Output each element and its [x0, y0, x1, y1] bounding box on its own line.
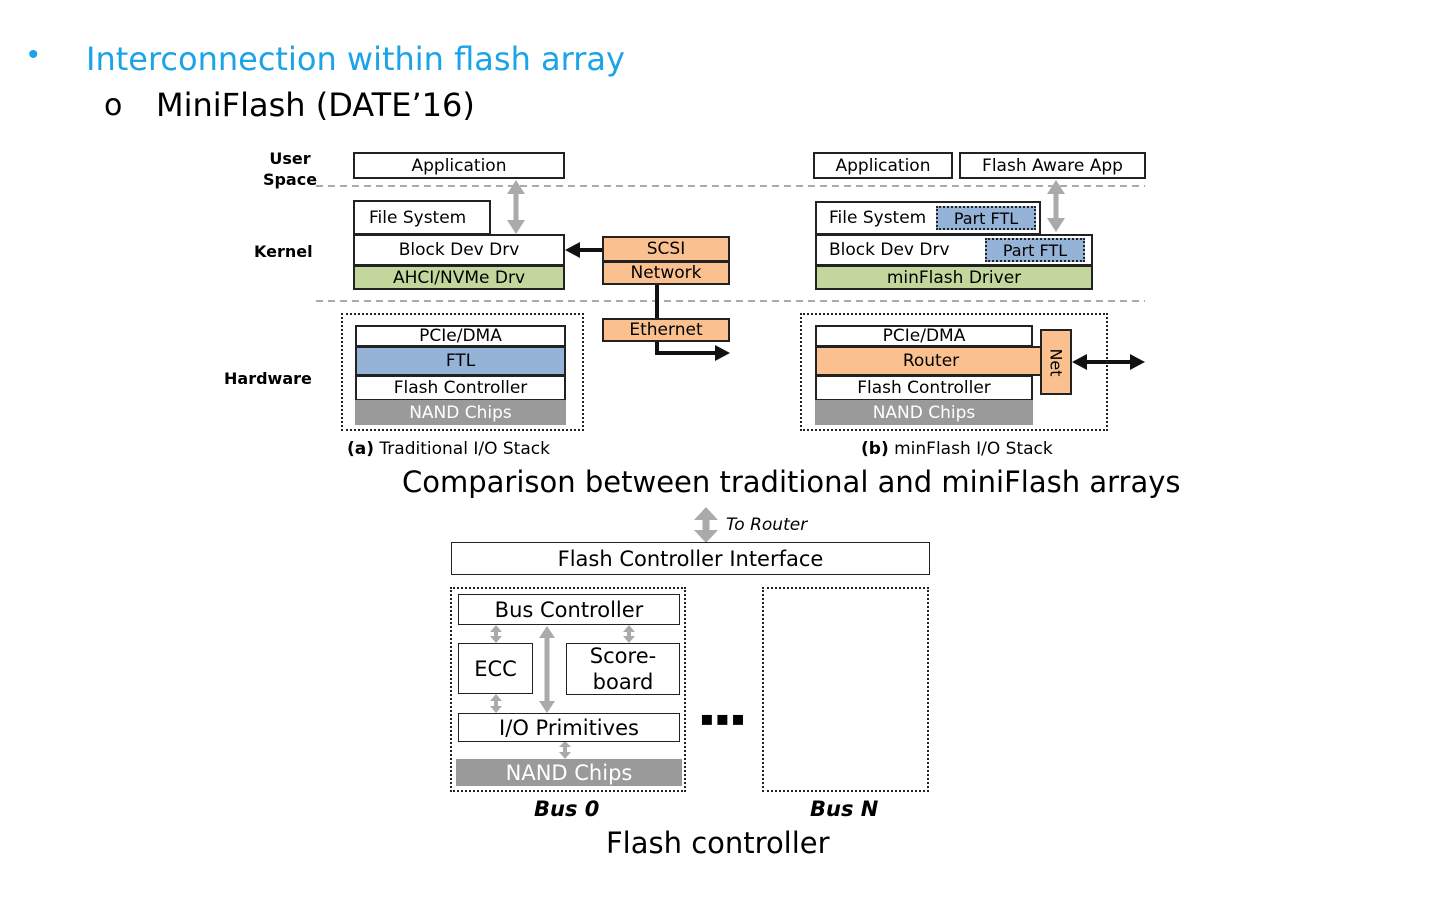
- a-pcie-dma-box: PCIe/DMA: [355, 325, 566, 347]
- b-nand-chips-box: NAND Chips: [815, 400, 1033, 425]
- b-part-ftl-2-box: Part FTL: [985, 238, 1085, 262]
- comparison-caption: Comparison between traditional and miniF…: [402, 465, 1181, 499]
- b-net-box: Net: [1040, 329, 1072, 395]
- b-minflash-driver-box: minFlash Driver: [815, 265, 1093, 290]
- a-block-dev-drv-box: Block Dev Drv: [353, 234, 565, 266]
- b-router-box: Router: [815, 346, 1047, 376]
- b-hardware-dotted-frame: [800, 313, 1108, 431]
- busN-label: Bus N: [810, 797, 879, 821]
- b-caption: (b) minFlash I/O Stack: [861, 439, 1053, 459]
- layer-label-hardware: Hardware: [224, 369, 312, 388]
- a-flash-controller-box: Flash Controller: [355, 375, 566, 401]
- a-caption-text: Traditional I/O Stack: [379, 439, 550, 459]
- b-flash-aware-app-box: Flash Aware App: [959, 152, 1146, 179]
- scoreboard-box: Score- board: [566, 643, 680, 695]
- sub-bullet-circle: o: [104, 88, 123, 123]
- to-router-label: To Router: [726, 515, 808, 535]
- a-network-box: Network: [602, 261, 730, 285]
- flash-controller-caption: Flash controller: [606, 826, 830, 860]
- b-application-box: Application: [813, 152, 953, 179]
- a-file-system-box: File System: [353, 200, 491, 235]
- bus0-dotted-frame: [450, 587, 686, 792]
- a-caption: (a) Traditional I/O Stack: [347, 439, 550, 459]
- b-caption-tag: (b): [861, 439, 889, 459]
- a-nand-chips-box: NAND Chips: [355, 400, 566, 425]
- bus-controller-box: Bus Controller: [458, 594, 680, 625]
- a-ethernet-box: Ethernet: [602, 318, 730, 342]
- io-primitives-box: I/O Primitives: [458, 713, 680, 742]
- controller-nand-chips-box: NAND Chips: [456, 759, 682, 786]
- bus0-label: Bus 0: [534, 797, 600, 821]
- a-scsi-box: SCSI: [602, 236, 730, 262]
- b-caption-text: minFlash I/O Stack: [894, 439, 1053, 459]
- a-caption-tag: (a): [347, 439, 375, 459]
- bullet-dot: •: [28, 38, 39, 71]
- layer-label-user-space: User Space: [262, 149, 318, 189]
- b-file-system-label: File System: [829, 208, 927, 228]
- flash-controller-interface-box: Flash Controller Interface: [451, 542, 930, 575]
- bus-ellipsis: ▪▪▪: [700, 706, 747, 730]
- busN-dotted-frame: [762, 587, 929, 792]
- a-application-box: Application: [353, 152, 565, 179]
- slide-bullet: Interconnection within flash array: [86, 40, 625, 78]
- a-ahci-nvme-drv-box: AHCI/NVMe Drv: [353, 265, 565, 290]
- layer-label-kernel: Kernel: [254, 242, 313, 261]
- b-part-ftl-1-box: Part FTL: [936, 206, 1036, 230]
- slide-sub-bullet: MiniFlash (DATE’16): [156, 86, 475, 124]
- ecc-box: ECC: [458, 643, 533, 694]
- a-hardware-dotted-frame: [341, 313, 584, 431]
- b-block-dev-drv-label: Block Dev Drv: [829, 240, 950, 260]
